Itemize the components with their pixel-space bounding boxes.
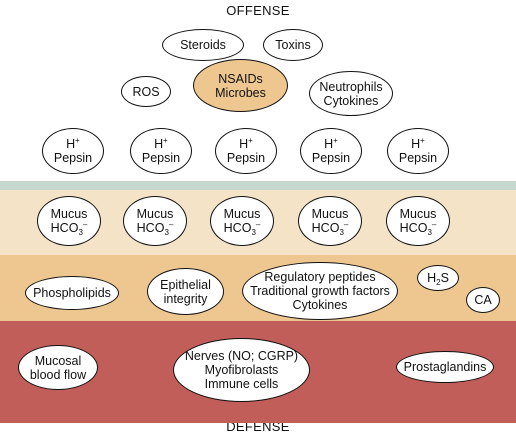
bicarbonate-label: HCO3– [50, 220, 88, 237]
pepsin-label: Pepsin [311, 151, 351, 165]
regulatory-peptides-label: Regulatory peptides [264, 270, 376, 284]
toxins-label: Toxins [275, 38, 311, 52]
myofibrolasts-label: Myofibrolasts [204, 363, 279, 377]
bicarbonate-label: HCO3– [136, 220, 174, 237]
bicarbonate-label: HCO3– [311, 220, 349, 237]
h-ion-label: H+ [154, 136, 168, 152]
integrity-label: integrity [163, 291, 208, 306]
h-ion-label: H+ [324, 136, 338, 152]
steroids-oval: Steroids [162, 29, 244, 61]
neutrophils-label: Neutrophils [319, 79, 383, 94]
mucus-label: Mucus [136, 207, 174, 221]
epithelial-integrity-oval: Epithelial integrity [147, 268, 224, 315]
h-pepsin-oval: H+Pepsin [130, 128, 192, 174]
ca-label: CA [474, 293, 492, 307]
h-ion-label: H+ [66, 136, 80, 152]
mucus-label: Mucus [399, 207, 437, 221]
offense-title: OFFENSE [226, 3, 290, 18]
h-pepsin-oval: H+Pepsin [300, 128, 362, 174]
h-pepsin-oval: H+Pepsin [42, 128, 104, 174]
mucus-label: Mucus [50, 207, 88, 221]
h-ion-label: H+ [239, 136, 253, 152]
phospholipids-label: Phospholipids [33, 286, 111, 300]
epithelium-boundary-band [0, 181, 516, 190]
ca-oval: CA [466, 287, 500, 313]
nsaids-label: NSAIDs [218, 71, 263, 86]
h2s-oval: H2S [417, 265, 459, 291]
nerves-oval: Nerves (NO; CGRP) Myofibrolasts Immune c… [173, 338, 310, 402]
ros-oval: ROS [121, 76, 171, 107]
epithelial-label: Epithelial [160, 277, 211, 292]
pepsin-label: Pepsin [141, 151, 181, 165]
nsaids-microbes-oval: NSAIDs Microbes [193, 59, 288, 112]
pepsin-label: Pepsin [398, 151, 438, 165]
mucus-label: Mucus [223, 207, 261, 221]
neutrophils-cytokines-oval: Neutrophils Cytokines [309, 71, 393, 116]
phospholipids-oval: Phospholipids [25, 276, 119, 310]
h-pepsin-oval: H+Pepsin [215, 128, 277, 174]
microbes-label: Microbes [215, 85, 266, 100]
growth-factors-label: Traditional growth factors [250, 284, 390, 298]
bicarbonate-label: HCO3– [399, 220, 437, 237]
h-pepsin-oval: H+Pepsin [387, 128, 449, 174]
bicarbonate-label: HCO3– [223, 220, 261, 237]
steroids-label: Steroids [180, 38, 226, 52]
prostaglandins-oval: Prostaglandins [396, 351, 494, 383]
h-ion-label: H+ [411, 136, 425, 152]
ros-label: ROS [132, 84, 160, 99]
h2s-label: H2S [427, 271, 449, 287]
mucosal-blood-flow-oval: Mucosal blood flow [18, 345, 98, 390]
nerves-label: Nerves (NO; CGRP) [184, 349, 299, 363]
toxins-oval: Toxins [263, 29, 323, 61]
cytokines-label: Cytokines [323, 93, 379, 108]
pepsin-label: Pepsin [226, 151, 266, 165]
blood-flow-label: blood flow [29, 367, 87, 382]
pepsin-label: Pepsin [53, 151, 93, 165]
prostaglandins-label: Prostaglandins [403, 360, 487, 374]
cytokines-defense-label: Cytokines [292, 298, 348, 312]
mucosal-label: Mucosal [34, 353, 82, 368]
immune-cells-label: Immune cells [204, 377, 279, 391]
mucus-label: Mucus [311, 207, 349, 221]
regulatory-peptides-oval: Regulatory peptides Traditional growth f… [242, 262, 398, 320]
